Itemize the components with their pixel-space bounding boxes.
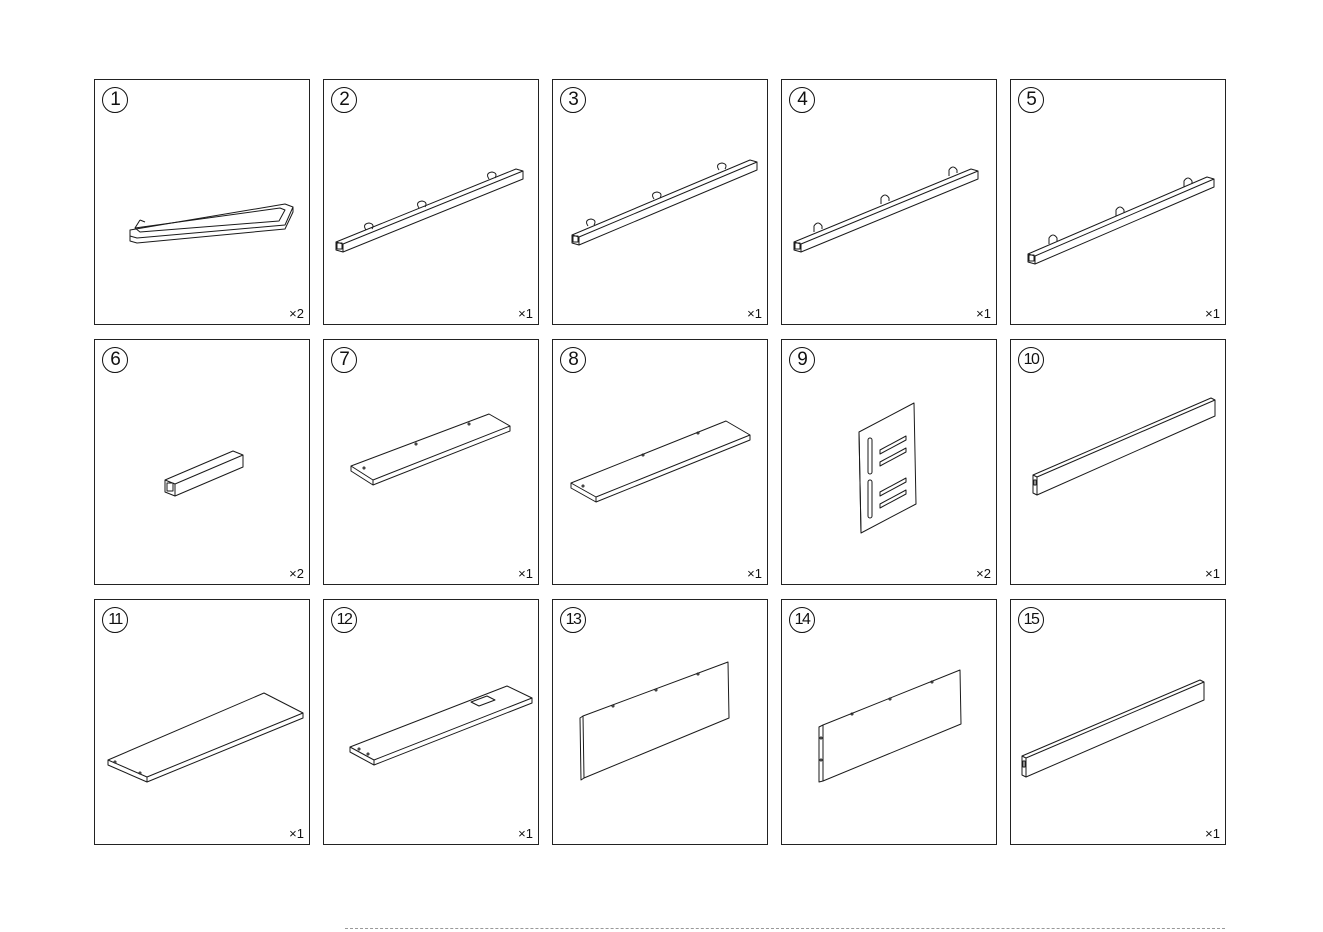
part-number-badge: 10 (1018, 347, 1044, 373)
part-panel-3: 3 ×1 (552, 79, 768, 325)
part-panel-8: 8 ×1 (552, 339, 768, 585)
page-footer-rule (345, 928, 1225, 929)
part-number-badge: 3 (560, 87, 586, 113)
part-number-badge: 8 (560, 347, 586, 373)
part-quantity: ×1 (1205, 306, 1220, 321)
upright-panel-illustration (782, 600, 998, 846)
part-number-badge: 12 (331, 607, 357, 633)
part-number-badge: 2 (331, 87, 357, 113)
upright-panel-illustration (553, 600, 769, 846)
bracket-plate-illustration (782, 340, 998, 586)
part-quantity: ×1 (747, 566, 762, 581)
part-quantity: ×1 (1205, 826, 1220, 841)
part-quantity: ×2 (289, 306, 304, 321)
part-number-badge: 11 (102, 607, 128, 633)
shelf-illustration (324, 340, 540, 586)
part-panel-1: 1 ×2 (94, 79, 310, 325)
part-number-badge: 13 (560, 607, 586, 633)
rail-illustration (1011, 80, 1227, 326)
part-quantity: ×1 (747, 306, 762, 321)
slim-board-illustration (1011, 600, 1227, 846)
part-panel-10: 10 ×1 (1010, 339, 1226, 585)
part-quantity: ×1 (518, 826, 533, 841)
part-quantity: ×1 (1205, 566, 1220, 581)
part-number-badge: 7 (331, 347, 357, 373)
part-quantity: ×1 (518, 306, 533, 321)
rail-illustration (782, 80, 998, 326)
part-panel-4: 4 ×1 (781, 79, 997, 325)
shelf-cutout-illustration (324, 600, 540, 846)
part-panel-2: 2 ×1 (323, 79, 539, 325)
part-number-badge: 4 (789, 87, 815, 113)
part-panel-14: 14 (781, 599, 997, 845)
part-number-badge: 5 (1018, 87, 1044, 113)
part-number-badge: 1 (102, 87, 128, 113)
shelf-illustration (553, 340, 769, 586)
part-panel-11: 11 ×1 (94, 599, 310, 845)
part-quantity: ×2 (289, 566, 304, 581)
part-number-badge: 14 (789, 607, 815, 633)
tube-block-illustration (95, 340, 311, 586)
frame-illustration (95, 80, 311, 326)
slim-board-illustration (1011, 340, 1227, 586)
part-number-badge: 9 (789, 347, 815, 373)
part-quantity: ×1 (289, 826, 304, 841)
part-quantity: ×1 (976, 306, 991, 321)
part-panel-12: 12 ×1 (323, 599, 539, 845)
part-panel-7: 7 ×1 (323, 339, 539, 585)
part-panel-15: 15 ×1 (1010, 599, 1226, 845)
wide-shelf-illustration (95, 600, 311, 846)
part-quantity: ×2 (976, 566, 991, 581)
part-panel-5: 5 ×1 (1010, 79, 1226, 325)
part-quantity: ×1 (518, 566, 533, 581)
rail-illustration (324, 80, 540, 326)
rail-illustration (553, 80, 769, 326)
part-panel-9: 9 ×2 (781, 339, 997, 585)
part-number-badge: 15 (1018, 607, 1044, 633)
part-panel-6: 6 ×2 (94, 339, 310, 585)
part-number-badge: 6 (102, 347, 128, 373)
part-panel-13: 13 (552, 599, 768, 845)
